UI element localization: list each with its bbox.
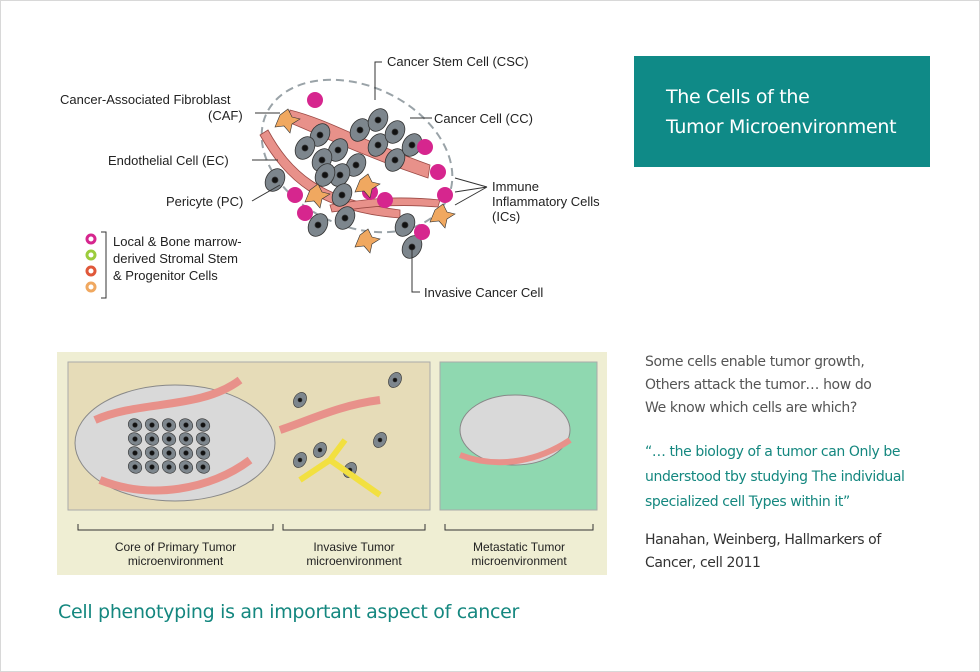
panel-label-metastatic-line1: Metastatic Tumor (472, 540, 566, 554)
cell-nucleus (271, 176, 279, 184)
cell-nucleus (316, 131, 324, 139)
cell-nucleus (297, 457, 303, 463)
label-cancer-cell: Cancer Cell (CC) (434, 111, 533, 126)
cell-nucleus (132, 450, 138, 456)
cell-nucleus (408, 141, 416, 149)
cell-nucleus (356, 126, 364, 134)
cell-nucleus (132, 464, 138, 470)
cell-nucleus (301, 144, 309, 152)
immune-cell (307, 92, 323, 108)
label-endothelial-cell: Endothelial Cell (EC) (108, 153, 229, 168)
panel-label-primary-line2: microenvironment (127, 554, 224, 568)
cell-nucleus (200, 450, 206, 456)
quote-line-3: specialized cell Types within it” (645, 494, 850, 510)
cell-nucleus (200, 464, 206, 470)
panel-label-invasive-line1: Invasive Tumor (313, 540, 395, 554)
cell-nucleus (341, 214, 349, 222)
immune-cell (287, 187, 303, 203)
cell-nucleus (297, 397, 303, 403)
citation-line-2: Cancer, cell 2011 (645, 555, 761, 571)
cell-nucleus (166, 422, 172, 428)
quote-text: “… the biology of a tumor can Only be un… (645, 440, 905, 515)
cell-nucleus (200, 436, 206, 442)
immune-cell (377, 192, 393, 208)
title-box: The Cells of the Tumor Microenvironment (634, 56, 930, 167)
cell-nucleus (336, 171, 344, 179)
cell-nucleus (166, 450, 172, 456)
panel-label-invasive: Invasive Tumor microenvironment (283, 540, 425, 568)
caption: Cell phenotyping is an important aspect … (58, 601, 519, 623)
cell-nucleus (183, 464, 189, 470)
cell-nucleus (183, 436, 189, 442)
panel-label-metastatic-line2: microenvironment (471, 554, 567, 568)
fibroblasts (274, 108, 456, 254)
label-immune-1: Immune (492, 179, 539, 194)
panel-label-primary: Core of Primary Tumor microenvironment (78, 540, 273, 568)
immune-cell (297, 205, 313, 221)
cell-nucleus (374, 141, 382, 149)
intro-line-3: We know which cells are which? (645, 400, 857, 416)
label-cancer-stem-cell: Cancer Stem Cell (CSC) (387, 54, 529, 69)
cell-nucleus (338, 191, 346, 199)
cell-nucleus (317, 447, 323, 453)
progenitor-legend-icons (85, 233, 97, 293)
label-invasive-cancer-cell: Invasive Cancer Cell (424, 285, 544, 300)
immune-cell (417, 139, 433, 155)
intro-line-2: Others attack the tumor… how do (645, 377, 872, 393)
panel-label-invasive-line2: microenvironment (306, 554, 402, 568)
label-pericyte: Pericyte (PC) (166, 194, 244, 209)
cell-nucleus (408, 243, 416, 251)
cell-nucleus (392, 377, 398, 383)
cell-nucleus (401, 221, 409, 229)
citation-text: Hanahan, Weinberg, Hallmarkers of Cancer… (645, 529, 881, 575)
legend-line-1: Local & Bone marrow- (113, 234, 242, 249)
cell-nucleus (391, 156, 399, 164)
intro-line-1: Some cells enable tumor growth, (645, 354, 865, 370)
cell-nucleus (377, 437, 383, 443)
cell-nucleus (183, 450, 189, 456)
cancer-cells (264, 108, 423, 259)
metastatic-mass (458, 394, 572, 466)
legend-line-2: derived Stromal Stem (113, 251, 238, 266)
cell-nucleus (321, 171, 329, 179)
intro-text: Some cells enable tumor growth, Others a… (645, 351, 872, 420)
cell-nucleus (352, 161, 360, 169)
immune-cell (414, 224, 430, 240)
label-immune-3: (ICs) (492, 209, 521, 224)
cell-nucleus (166, 464, 172, 470)
cell-nucleus (132, 436, 138, 442)
label-caf: Cancer-Associated Fibroblast (60, 92, 231, 107)
immune-cell (430, 164, 446, 180)
quote-line-1: “… the biology of a tumor can Only be (645, 444, 901, 460)
cell-nucleus (334, 146, 342, 154)
label-immune-2: Inflammatory Cells (492, 194, 600, 209)
cell-nucleus (132, 422, 138, 428)
title-line-2: Tumor Microenvironment (666, 116, 897, 138)
cell-nucleus (166, 436, 172, 442)
label-caf-abbr: (CAF) (208, 108, 243, 123)
cell-nucleus (314, 221, 322, 229)
legend-line-3: & Progenitor Cells (113, 268, 218, 283)
leader-lines (101, 61, 488, 299)
invasive-vessels (278, 396, 382, 498)
cell-nucleus (183, 422, 189, 428)
quote-line-2: understood tby studying The individual (645, 469, 905, 485)
title-line-1: The Cells of the (666, 86, 810, 108)
cell-nucleus (149, 450, 155, 456)
cell-nucleus (149, 464, 155, 470)
cell-nucleus (374, 116, 382, 124)
cell-nucleus (149, 436, 155, 442)
cell-nucleus (200, 422, 206, 428)
immune-cell (437, 187, 453, 203)
panel-label-primary-line1: Core of Primary Tumor (114, 540, 237, 554)
cell-nucleus (149, 422, 155, 428)
panel-label-metastatic: Metastatic Tumor microenvironment (445, 540, 593, 568)
panel-brackets (77, 524, 594, 531)
citation-line-1: Hanahan, Weinberg, Hallmarkers of (645, 532, 881, 548)
cell-nucleus (391, 128, 399, 136)
cell-nucleus (318, 156, 326, 164)
